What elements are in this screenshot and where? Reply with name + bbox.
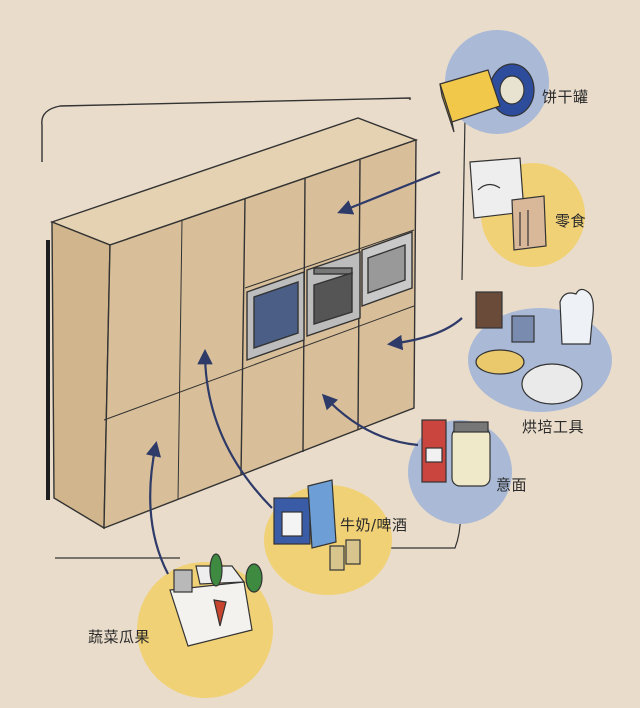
frame-outline-right	[461, 117, 466, 281]
label-biscuit-tin: 饼干罐	[542, 88, 589, 106]
label-snacks: 零食	[555, 212, 587, 230]
arrow-milk	[197, 348, 273, 509]
arrow-baking	[386, 317, 463, 351]
arrow-biscuit	[337, 170, 441, 215]
snack-box-icon	[511, 195, 547, 251]
biscuit-tin-icon	[439, 63, 535, 133]
snack-bag-icon	[469, 157, 547, 251]
label-pasta: 意面	[496, 476, 528, 494]
oven-mitt-icon	[559, 288, 594, 345]
mixing-bowl-icon	[521, 363, 583, 405]
milk-carton-icon	[273, 479, 361, 571]
arrows	[145, 170, 463, 575]
beer-can-icon	[329, 545, 345, 571]
cabinet-side	[51, 220, 111, 530]
cabinet	[46, 117, 419, 530]
label-milk-beer: 牛奶/啤酒	[340, 516, 408, 534]
arrow-vegetable	[145, 440, 169, 575]
vegetable-basket-icon	[169, 553, 263, 647]
pasta-jar-icon	[451, 427, 491, 487]
frame-outline	[41, 97, 411, 162]
arrow-pasta	[321, 393, 419, 447]
label-baking-tools: 烘培工具	[522, 418, 585, 436]
pasta-icon	[421, 419, 491, 487]
baking-tools-icon	[475, 288, 594, 405]
label-vegetables: 蔬菜瓜果	[88, 628, 151, 646]
